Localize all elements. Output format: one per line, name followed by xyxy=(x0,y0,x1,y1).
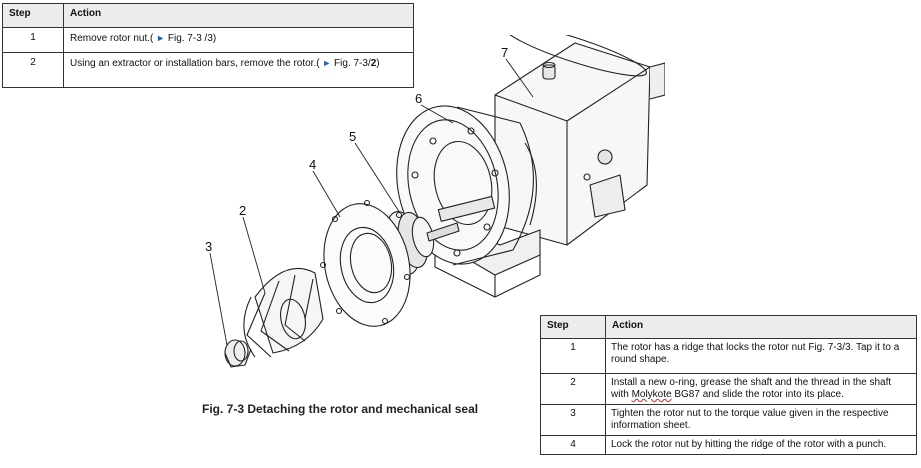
action-text-end: BG87 and slide the rotor into its place. xyxy=(671,389,844,400)
exploded-view-drawing: 2 3 4 5 6 7 xyxy=(205,35,665,368)
flange-plate xyxy=(319,199,411,327)
arrow-right-icon: ► xyxy=(156,33,166,43)
table-header-row: Step Action xyxy=(540,315,917,339)
figure-caption: Fig. 7-3 Detaching the rotor and mechani… xyxy=(202,402,479,416)
table-row: 2 Install a new o-ring, grease the shaft… xyxy=(540,373,917,405)
figure-reference-link[interactable]: Fig. 7-3/2) xyxy=(334,58,380,69)
header-step: Step xyxy=(2,3,64,28)
action-text: Using an extractor or installation bars,… xyxy=(70,58,320,69)
header-action: Action xyxy=(63,3,414,28)
callout-2: 2 xyxy=(239,203,246,218)
figure-reference-item: 2 xyxy=(370,58,377,69)
step-action: Tighten the rotor nut to the torque valu… xyxy=(605,404,917,436)
arrow-right-icon: ► xyxy=(322,58,332,68)
step-number: 2 xyxy=(540,373,606,405)
header-action: Action xyxy=(605,315,917,339)
callout-6: 6 xyxy=(415,91,422,106)
table-row: 2 Using an extractor or installation bar… xyxy=(2,52,414,88)
steps-table-bottom: Step Action 1 The rotor has a ridge that… xyxy=(540,315,917,455)
table-row: 1 The rotor has a ridge that locks the r… xyxy=(540,338,917,374)
table-row: 3 Tighten the rotor nut to the torque va… xyxy=(540,404,917,436)
step-action: Lock the rotor nut by hitting the ridge … xyxy=(605,435,917,455)
step-action: Install a new o-ring, grease the shaft a… xyxy=(605,373,917,405)
figure-reference-text: Fig. 7-3/ xyxy=(334,58,371,69)
step-number: 3 xyxy=(540,404,606,436)
figure-reference-end: ) xyxy=(376,58,380,69)
action-text: Remove rotor nut.( xyxy=(70,33,154,44)
product-name: Molykote xyxy=(631,389,672,400)
steps-table-top: Step Action 1 Remove rotor nut.( ► Fig. … xyxy=(2,3,414,88)
step-number: 1 xyxy=(2,27,64,53)
motor-housing xyxy=(494,35,665,246)
step-action: Remove rotor nut.( ► Fig. 7-3 /3) xyxy=(63,27,414,53)
callout-5: 5 xyxy=(349,129,356,144)
step-number: 1 xyxy=(540,338,606,374)
rotor-nut xyxy=(224,339,252,368)
callout-4: 4 xyxy=(309,157,316,172)
step-number: 2 xyxy=(2,52,64,88)
callout-leaders xyxy=(209,58,534,346)
step-action: Using an extractor or installation bars,… xyxy=(63,52,414,88)
figure-reference-link[interactable]: Fig. 7-3 /3) xyxy=(167,33,217,44)
table-header-row: Step Action xyxy=(2,3,414,28)
callout-3: 3 xyxy=(205,239,212,254)
header-step: Step xyxy=(540,315,606,339)
action-text: Install a new o-ring, grease the shaft a… xyxy=(611,377,892,400)
step-action: The rotor has a ridge that locks the rot… xyxy=(605,338,917,374)
rotor xyxy=(243,268,324,358)
step-number: 4 xyxy=(540,435,606,455)
callout-7: 7 xyxy=(501,45,508,60)
table-row: 1 Remove rotor nut.( ► Fig. 7-3 /3) xyxy=(2,27,414,53)
table-row: 4 Lock the rotor nut by hitting the ridg… xyxy=(540,435,917,455)
